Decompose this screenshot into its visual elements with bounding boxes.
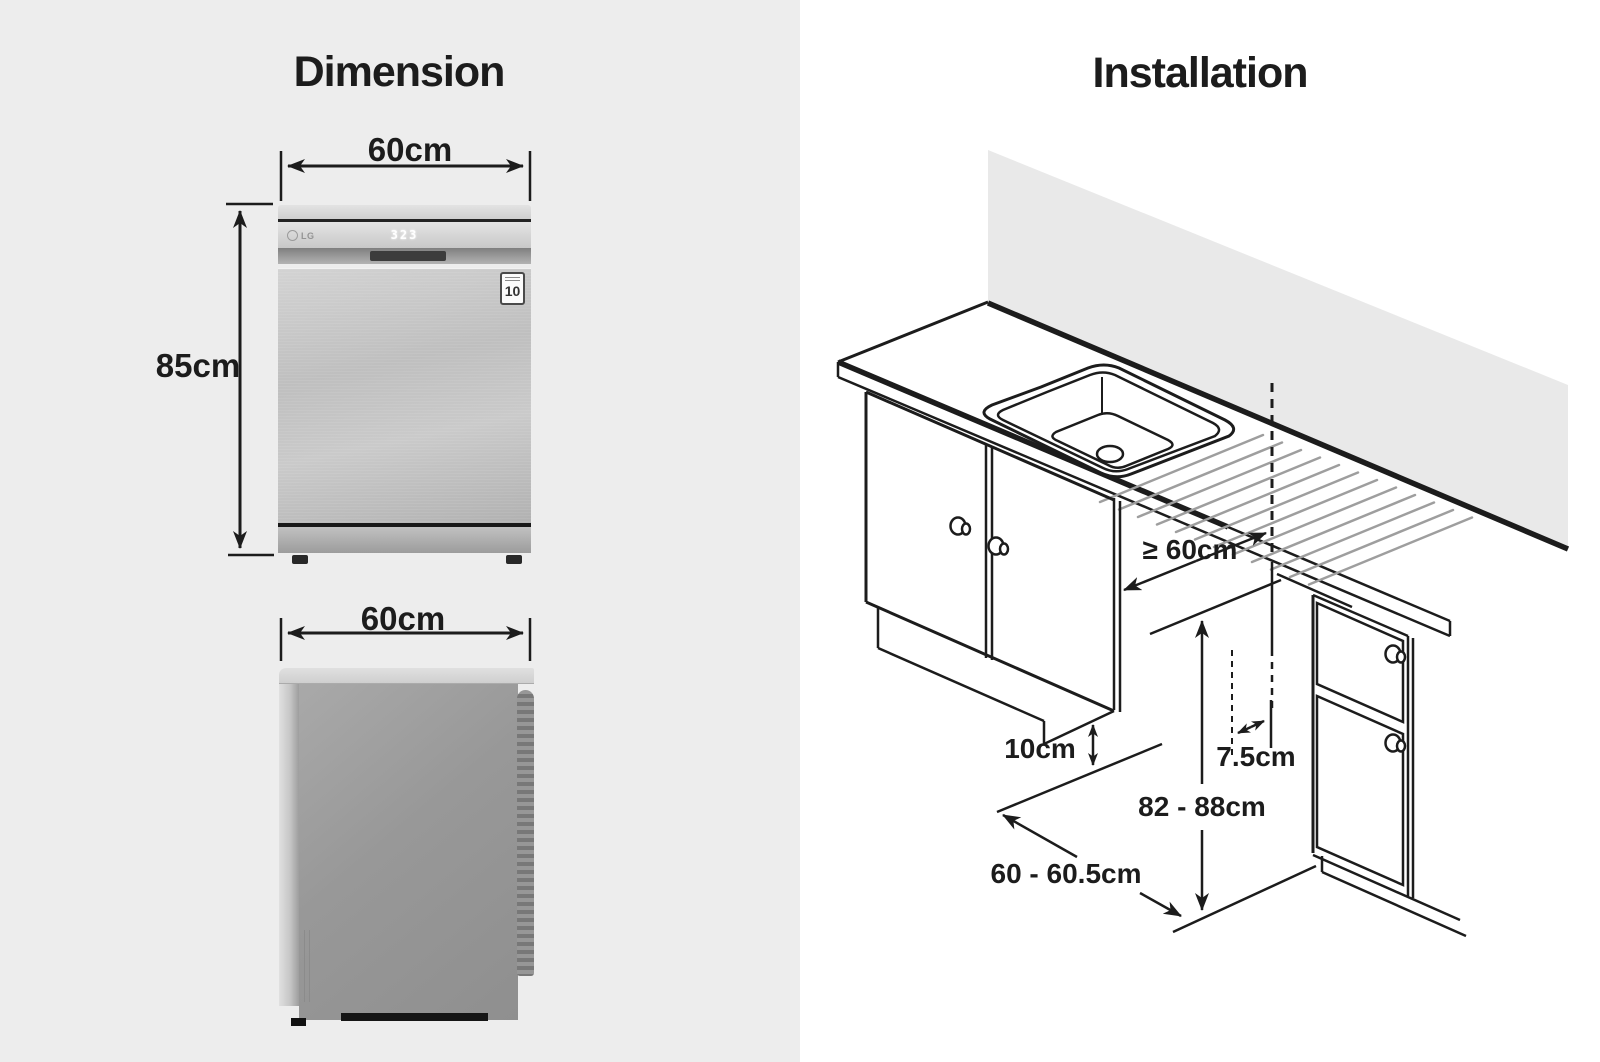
front-height-label: 85cm — [155, 347, 241, 384]
dishwasher-side-view — [279, 668, 534, 1027]
control-panel: LG 323 — [278, 222, 531, 248]
right-foot — [506, 555, 522, 564]
dishwasher-front-view: LG 323 10 — [278, 205, 531, 564]
kick-height-label: 10cm — [1004, 733, 1076, 764]
inverter-warranty-badge: 10 — [500, 272, 525, 305]
clearance-depth-label: ≥ 60cm — [1142, 534, 1238, 565]
niche-width-label: 60 - 60.5cm — [990, 858, 1142, 889]
side-top-edge — [279, 668, 534, 684]
side-body — [299, 684, 518, 1020]
lg-logo: LG — [287, 230, 315, 241]
side-base-strip — [341, 1013, 488, 1021]
door-bottom-line — [278, 523, 531, 527]
installation-panel — [800, 0, 1600, 1062]
side-foot — [291, 1018, 306, 1026]
dimension-title: Dimension — [293, 48, 506, 96]
drain-hose — [517, 690, 534, 976]
dishwasher-top-edge — [278, 205, 531, 222]
badge-number: 10 — [504, 283, 521, 299]
status-display: 323 — [390, 228, 419, 242]
plinth-recess-label: 7.5cm — [1216, 741, 1296, 772]
front-width-label: 60cm — [367, 131, 453, 168]
handle-grip — [370, 251, 446, 261]
lg-logo-text: LG — [301, 230, 315, 241]
left-foot — [292, 555, 308, 564]
side-seam — [309, 930, 310, 1002]
door-handle — [278, 248, 531, 264]
kick-panel — [278, 527, 531, 553]
installation-title: Installation — [1092, 49, 1309, 97]
side-depth-label: 60cm — [360, 600, 446, 637]
side-seam — [304, 930, 305, 1002]
front-door: 10 — [278, 268, 531, 524]
side-front-edge — [279, 684, 299, 1006]
niche-height-label: 82 - 88cm — [1138, 791, 1266, 822]
badge-fine-print — [505, 277, 520, 283]
lg-logo-icon — [287, 230, 298, 241]
